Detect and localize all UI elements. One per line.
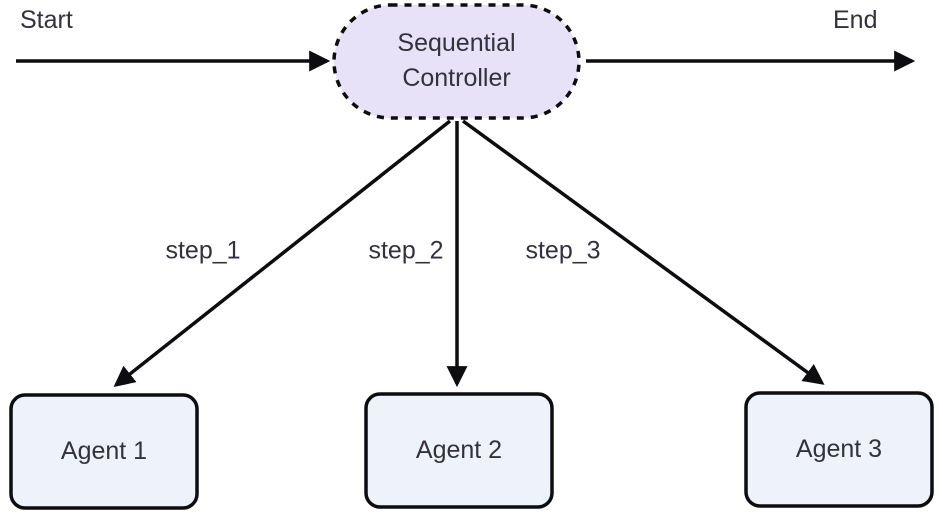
edge-step-3 xyxy=(461,119,825,385)
edge-label-step-3: step_3 xyxy=(522,236,604,266)
edge-step-1 xyxy=(113,119,452,387)
agent-3-node-shape[interactable] xyxy=(744,391,934,508)
agent-3-node-label: Agent 3 xyxy=(795,435,883,463)
agent-2-node-shape[interactable] xyxy=(364,392,554,509)
start-label: Start xyxy=(20,6,73,34)
edge-label-step-1: step_1 xyxy=(162,236,244,266)
edge-label-step-2: step_2 xyxy=(365,236,447,266)
agent-1-node-shape[interactable] xyxy=(9,393,199,510)
end-label: End xyxy=(833,6,878,34)
controller-node-shape[interactable] xyxy=(332,3,581,120)
controller-label-line1: Sequential xyxy=(397,29,516,57)
agent-2-node-label: Agent 2 xyxy=(415,436,503,464)
agent-1-node-label: Agent 1 xyxy=(60,437,148,465)
controller-node-label: Sequential Controller xyxy=(333,4,580,118)
controller-label-line2: Controller xyxy=(402,64,511,92)
